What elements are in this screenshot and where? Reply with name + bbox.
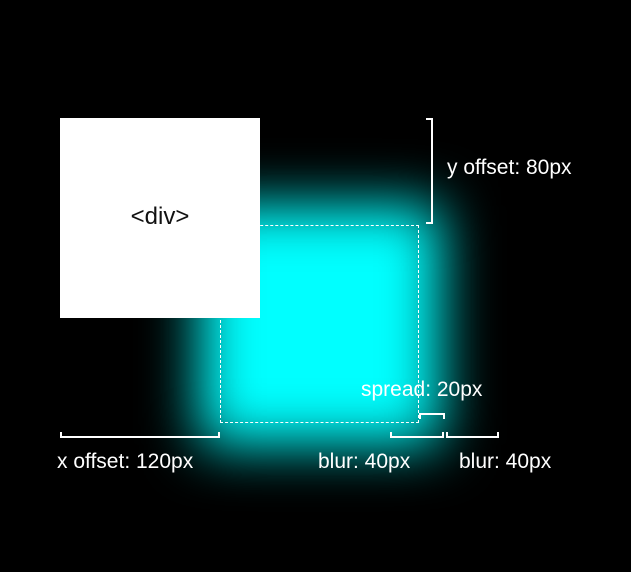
div-element-box: <div> (60, 118, 260, 318)
y-offset-label: y offset: 80px (447, 156, 572, 179)
shadow-offset-outline (220, 225, 419, 423)
spread-bracket (419, 413, 445, 419)
div-element-label: <div> (130, 203, 190, 230)
blur-outer-bracket (446, 432, 499, 438)
y-offset-bracket (426, 118, 433, 224)
blur-inner-label: blur: 40px (318, 450, 411, 473)
spread-label: spread: 20px (361, 378, 483, 401)
blur-outer-label: blur: 40px (459, 450, 552, 473)
blur-inner-bracket (390, 432, 444, 438)
x-offset-bracket (60, 432, 220, 438)
x-offset-label: x offset: 120px (57, 450, 194, 473)
